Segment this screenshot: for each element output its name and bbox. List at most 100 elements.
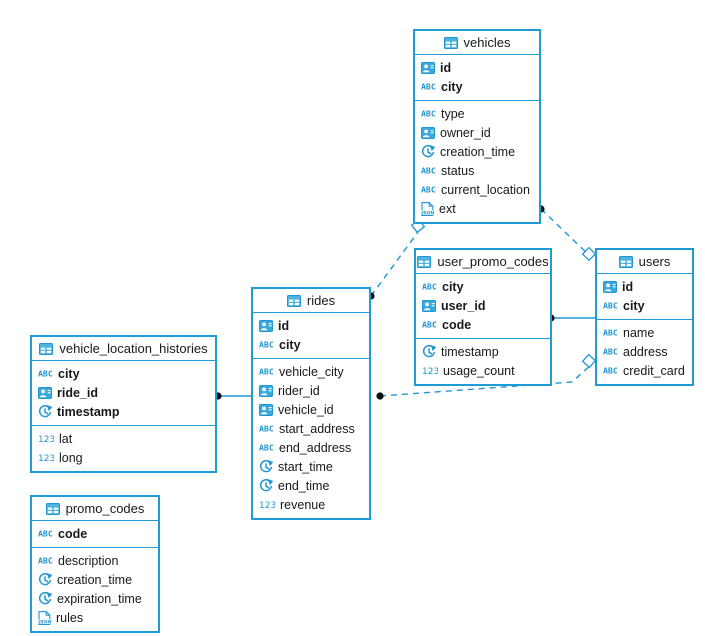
column-row[interactable]: JSON ext: [415, 199, 539, 218]
table-grid-icon: [286, 294, 301, 307]
id-badge-icon: [422, 299, 436, 312]
table-header-promo_codes[interactable]: promo_codes: [32, 497, 158, 521]
column-row[interactable]: timestamp: [416, 342, 550, 361]
column-name: vehicle_id: [278, 402, 334, 417]
column-name: ext: [439, 201, 456, 216]
column-row[interactable]: start_time: [253, 457, 369, 476]
svg-text:ABC: ABC: [259, 367, 274, 377]
column-row[interactable]: rider_id: [253, 381, 369, 400]
json-document-icon: JSON: [421, 201, 434, 216]
column-row[interactable]: creation_time: [415, 142, 539, 161]
svg-text:ABC: ABC: [421, 109, 436, 119]
column-name: name: [623, 325, 655, 340]
column-name: address: [623, 344, 668, 359]
table-header-users[interactable]: users: [597, 250, 692, 274]
abc-string-icon: ABC: [422, 281, 437, 292]
table-name: promo_codes: [65, 501, 145, 516]
table-grid-icon: [45, 502, 60, 515]
primary-key-row[interactable]: id: [415, 58, 539, 77]
column-row[interactable]: owner_id: [415, 123, 539, 142]
svg-text:ABC: ABC: [259, 340, 274, 350]
abc-string-icon: ABC: [421, 165, 436, 176]
table-header-vehicle_location_histories[interactable]: vehicle_location_histories: [32, 337, 215, 361]
table-name: users: [638, 254, 671, 269]
relationship-target-square: [581, 246, 597, 262]
column-name: vehicle_city: [279, 364, 344, 379]
column-row[interactable]: vehicle_id: [253, 400, 369, 419]
primary-key-row[interactable]: timestamp: [32, 402, 215, 421]
clock-icon: [422, 344, 436, 359]
primary-key-row[interactable]: id: [253, 316, 369, 335]
svg-text:ABC: ABC: [603, 366, 618, 376]
column-name: code: [58, 526, 88, 541]
primary-key-row[interactable]: user_id: [416, 296, 550, 315]
column-row[interactable]: ABC address: [597, 342, 692, 361]
column-name: city: [58, 366, 80, 381]
primary-key-row[interactable]: ABC city: [416, 277, 550, 296]
abc-string-icon: ABC: [259, 366, 274, 377]
column-name: id: [278, 318, 290, 333]
column-name: ride_id: [57, 385, 98, 400]
number-123-icon: 123: [259, 499, 275, 510]
column-row[interactable]: creation_time: [32, 570, 158, 589]
relationship-target-square: [581, 353, 597, 369]
column-name: timestamp: [441, 344, 499, 359]
column-row[interactable]: ABC type: [415, 104, 539, 123]
table-header-rides[interactable]: rides: [253, 289, 369, 313]
id-badge-icon: [421, 126, 435, 139]
column-name: city: [442, 279, 464, 294]
svg-text:ABC: ABC: [603, 301, 618, 311]
column-row[interactable]: expiration_time: [32, 589, 158, 608]
number-123-icon: 123: [38, 452, 54, 463]
clock-icon: [259, 459, 273, 474]
svg-text:ABC: ABC: [38, 369, 53, 379]
primary-key-row[interactable]: ride_id: [32, 383, 215, 402]
column-name: timestamp: [57, 404, 120, 419]
relationship-source-dot: [376, 392, 384, 400]
column-name: type: [441, 106, 465, 121]
abc-string-icon: ABC: [38, 528, 53, 539]
primary-key-row[interactable]: ABC code: [32, 524, 158, 543]
abc-string-icon: ABC: [603, 346, 618, 357]
primary-key-row[interactable]: ABC city: [32, 364, 215, 383]
column-row[interactable]: end_time: [253, 476, 369, 495]
table-header-user_promo_codes[interactable]: user_promo_codes: [416, 250, 550, 274]
abc-string-icon: ABC: [421, 108, 436, 119]
id-badge-icon: [421, 61, 435, 74]
table-header-vehicles[interactable]: vehicles: [415, 31, 539, 55]
column-row[interactable]: ABC vehicle_city: [253, 362, 369, 381]
clock-icon: [38, 572, 52, 587]
primary-key-row[interactable]: id: [597, 277, 692, 296]
column-name: lat: [59, 431, 73, 446]
svg-text:ABC: ABC: [259, 443, 274, 453]
relationship-line: [370, 231, 419, 297]
